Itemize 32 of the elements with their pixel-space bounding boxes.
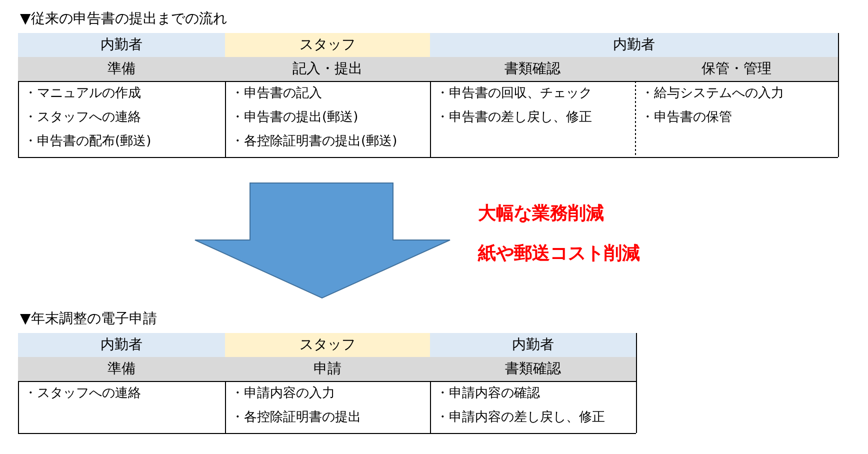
- list-item: ・申告書の回収、チェック: [436, 85, 592, 103]
- list-item: ・申請内容の差し戻し、修正: [436, 409, 605, 427]
- section-heading: ▼年末調整の電子申請: [20, 310, 158, 329]
- column-header: スタッフ: [225, 333, 430, 357]
- section-heading: ▼従来の申告書の提出までの流れ: [20, 10, 228, 29]
- list-item: ・各控除証明書の提出: [231, 409, 361, 427]
- column-header: 内勤者: [18, 333, 225, 357]
- list-item: ・申告書の保管: [641, 109, 732, 127]
- list-item: ・マニュアルの作成: [24, 85, 141, 103]
- list-item: ・申告書の記入: [231, 85, 322, 103]
- column-header: 内勤者: [430, 33, 838, 57]
- column-subheader: 記入・提出: [225, 57, 430, 81]
- list-item: ・スタッフへの連絡: [24, 385, 141, 403]
- column-subheader: 書類確認: [430, 57, 635, 81]
- callout-text: 大幅な業務削減: [478, 202, 604, 226]
- list-item: ・給与システムへの入力: [641, 85, 784, 103]
- column-subheader: 書類確認: [430, 357, 636, 381]
- column-subheader: 申請: [225, 357, 430, 381]
- list-item: ・申請内容の入力: [231, 385, 335, 403]
- column-subheader: 準備: [18, 357, 225, 381]
- list-item: ・申告書の提出(郵送): [231, 109, 358, 127]
- callout-text: 紙や郵送コスト削減: [478, 242, 640, 266]
- column-subheader: 準備: [18, 57, 225, 81]
- list-item: ・申告書の差し戻し、修正: [436, 109, 592, 127]
- column-header: 内勤者: [430, 333, 636, 357]
- list-item: ・スタッフへの連絡: [24, 109, 141, 127]
- column-subheader: 保管・管理: [635, 57, 838, 81]
- list-item: ・申告書の配布(郵送): [24, 133, 152, 151]
- column-header: スタッフ: [225, 33, 430, 57]
- list-item: ・各控除証明書の提出(郵送): [231, 133, 398, 151]
- list-item: ・申請内容の確認: [436, 385, 540, 403]
- column-header: 内勤者: [18, 33, 225, 57]
